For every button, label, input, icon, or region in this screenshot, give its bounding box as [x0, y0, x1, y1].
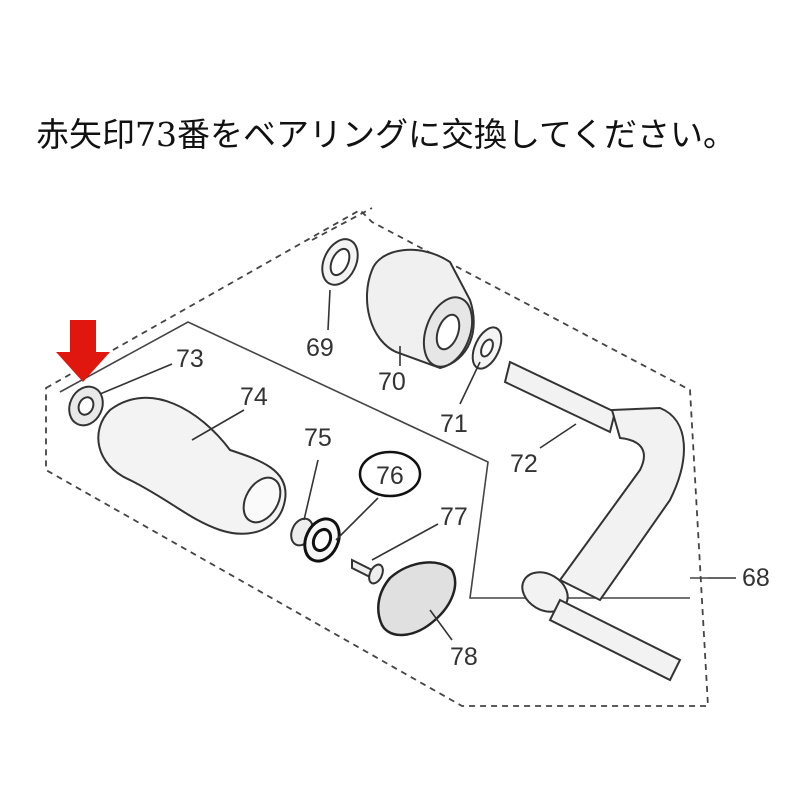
part-69-seal — [321, 238, 359, 286]
part-70-body — [365, 248, 475, 370]
label-73: 73 — [176, 345, 204, 373]
label-75: 75 — [304, 424, 332, 452]
label-71: 71 — [440, 410, 468, 438]
label-72: 72 — [510, 450, 538, 478]
label-74: 74 — [240, 383, 268, 411]
part-72-shaft — [503, 360, 685, 682]
label-76: 76 — [376, 462, 404, 490]
part-76-bearing — [303, 517, 341, 563]
label-70: 70 — [378, 368, 406, 396]
part-71-washer — [471, 326, 503, 370]
label-69: 69 — [306, 334, 334, 362]
part-76-callout-circle — [358, 450, 422, 498]
part-73-bush — [68, 385, 104, 427]
outer-dashed-boundary — [45, 208, 709, 707]
label-77: 77 — [440, 503, 468, 531]
instruction-text: 赤矢印73番をベアリングに交換してください。 — [36, 115, 737, 154]
red-arrow-icon — [56, 320, 110, 382]
inner-dashed-boundary — [311, 207, 373, 241]
part-74-knob — [97, 396, 287, 535]
label-68: 68 — [742, 564, 770, 592]
label-78: 78 — [450, 643, 478, 671]
part-78-cap — [377, 561, 457, 637]
part-77-screw — [351, 558, 384, 585]
